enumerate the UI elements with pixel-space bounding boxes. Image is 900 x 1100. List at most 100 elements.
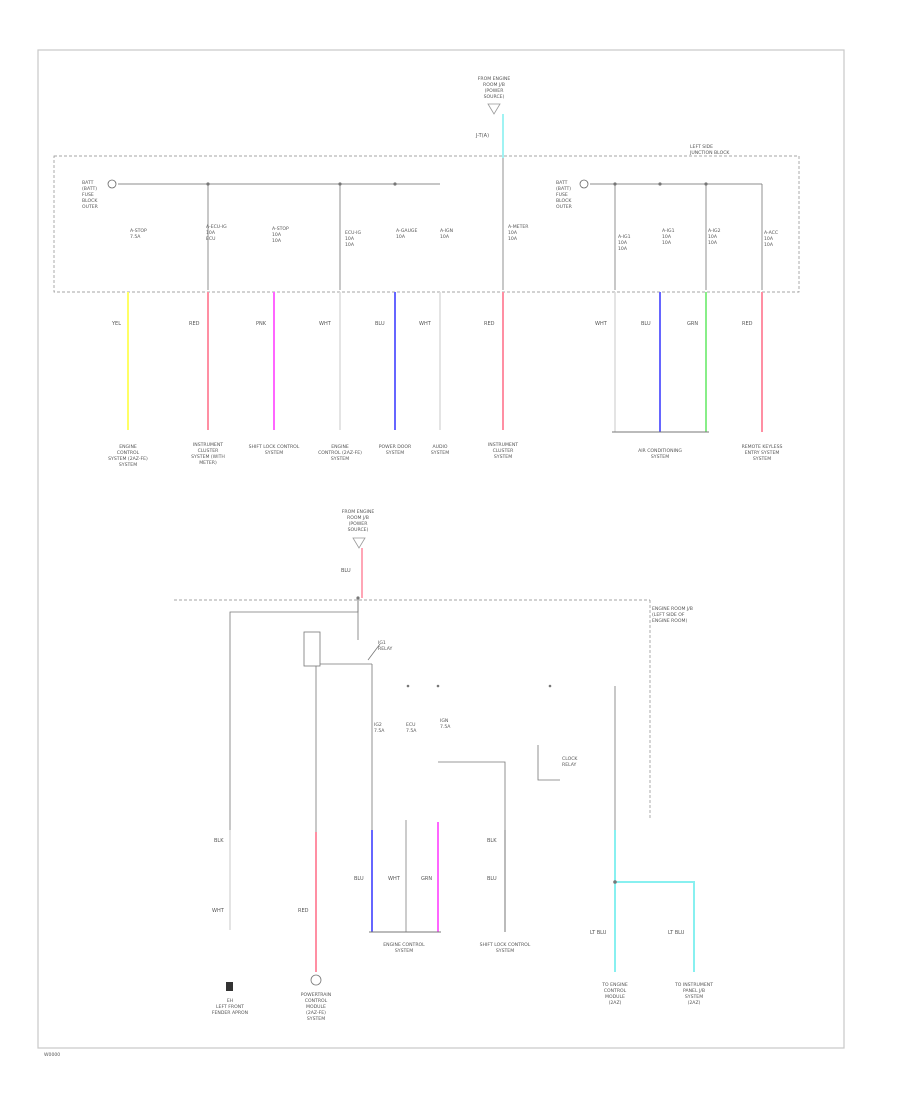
clock-relay-label-2: RELAY [562,762,577,768]
fuse-label: 10A [764,242,774,248]
fuse-label: 10A [440,234,450,240]
dest-engine-control-2azfe-3: SYSTEM (2AZ-FE) [108,456,148,462]
fuse-label: 10A [708,234,718,240]
wire-code: PNK [256,321,267,327]
wire-code: WHT [388,876,401,882]
wire-code: BLK [214,838,224,844]
fuse-label: 10A [618,240,628,246]
dest-engine-control-3: SYSTEM [331,456,349,462]
dest-instrument-cluster-meter-3: SYSTEM (WITH [191,454,225,460]
dest-shift-lock-lower: SHIFT LOCK CONTROL [480,942,531,948]
upper-source-arrow [487,103,501,115]
dest-tc-engine-2: CONTROL [604,988,627,994]
fuse-label: 10A [764,236,774,242]
left-busbar-label-1: BATT [82,180,94,186]
junction-dot [393,182,397,186]
dest-tc-engine-4: (2AZ) [609,1000,622,1006]
wire-code: BLK [487,838,497,844]
dest-engine-control: ENGINE [331,444,349,450]
engine-room-jb-label-1: ENGINE ROOM J/B [652,606,693,612]
dest-tc-engine-3: MODULE [605,994,625,1000]
junction-dot [658,182,662,186]
dest-tc-instrument-2: PANEL J/B [683,988,705,994]
fuse-label: 10A [662,234,672,240]
junction-dot [338,182,342,186]
wire-code: GRN [421,876,432,882]
wire-code: BLU [375,321,385,327]
dest-instrument-cluster-3: SYSTEM [494,454,512,460]
wire-code: BLU [641,321,651,327]
fuse-label: A-GAUGE [396,228,417,234]
relay-label-2: RELAY [378,646,393,652]
dest-engine-control-2: CONTROL (2AZ-FE) [318,450,362,456]
dest-engine-control-2azfe: ENGINE [119,444,137,450]
fuse-label: 7.5A [406,728,417,734]
junction-dot [436,684,440,688]
dest-tc-instrument-4: (2AZ) [688,1000,701,1006]
left-busbar-label-4: BLOCK [82,198,98,204]
fuse-label: ECU-IG [345,230,361,236]
fuse-label: 10A [396,234,406,240]
fuse-label: ECU [406,722,415,728]
dest-instrument-cluster: INSTRUMENT [488,442,518,448]
pcm-connector [310,974,322,986]
dest-engine-control-2azfe-4: SYSTEM [119,462,137,468]
dest-tc-instrument: TO INSTRUMENT [674,982,713,988]
dest-ground-2: LEFT FRONT [216,1004,244,1010]
junction-dot [704,182,708,186]
junction-dot [548,684,552,688]
dest-audio: AUDIO [432,444,447,450]
ground-point [226,982,233,991]
fuse-label: 7.5A [440,724,451,730]
fuse-label: A-STOP [130,228,147,234]
clock-relay-label-1: CLOCK [562,756,578,762]
dest-instrument-cluster-meter-4: METER) [199,460,217,466]
junction-dot [613,182,617,186]
right-busbar-label-2: (BATT) [556,186,571,192]
dest-pcm-4: (2AZ-FE) [306,1010,326,1016]
dest-instrument-cluster-2: CLUSTER [493,448,515,454]
upper-source-line-1: FROM ENGINE [478,76,511,82]
fuse-label: 10A [272,232,282,238]
fuse-label: 10A [345,242,355,248]
dest-engine-control-lower: ENGINE CONTROL [383,942,425,948]
right-busbar-label-4: BLOCK [556,198,572,204]
ground-circuit [229,598,359,920]
upper-section: FROM ENGINE ROOM J/B (POWER SOURCE) J-T(… [53,76,800,468]
dest-pcm-2: CONTROL [305,998,328,1004]
dest-engine-control-lower-2: SYSTEM [395,948,413,954]
dest-instrument-cluster-meter: INSTRUMENT [193,442,223,448]
upper-source-line-4: SOURCE) [484,94,505,100]
junction-block-label-2: JUNCTION BLOCK [689,150,730,156]
fuse-label: A-ACC [764,230,778,236]
upper-source-line-3: (POWER [485,88,505,94]
wire-code: RED [484,321,495,327]
fuse-label: A-STOP [272,226,289,232]
dest-shift-lock-2: SYSTEM [265,450,283,456]
dest-power-door-2: SYSTEM [386,450,404,456]
fuse-label: 10A [345,236,355,242]
wire-code: WHT [319,321,332,327]
right-busbar-terminal [579,179,589,189]
left-busbar-terminal [107,179,117,189]
fuse-label: A-IG1 [662,228,675,234]
right-busbar-label-3: FUSE [556,192,568,198]
dest-shift-lock-lower-2: SYSTEM [496,948,514,954]
dest-remote-keyless: REMOTE KEYLESS [742,444,783,450]
fuse-label: ECU [206,236,215,242]
fuse-label: A-ECU-IG [206,224,227,230]
junction-block-label-1: LEFT SIDE [690,144,713,150]
junction-dot [206,182,210,186]
fuse-label: 10A [272,238,282,244]
lower-source-line-4: SOURCE) [348,527,369,533]
upper-source-connector: J-T(A) [475,133,489,139]
wire-code: BLU [487,876,497,882]
fuse-label: IG2 [374,722,382,728]
fuse-label: 10A [708,240,718,246]
dest-tc-instrument-3: SYSTEM [685,994,703,1000]
fuse-label: IGN [440,718,448,724]
dest-air-conditioning: AIR CONDITIONING [638,448,682,454]
fuse-label: A-METER [508,224,529,230]
dest-pcm-5: SYSTEM [307,1016,325,1022]
diagram-id: W0000 [44,1052,60,1058]
